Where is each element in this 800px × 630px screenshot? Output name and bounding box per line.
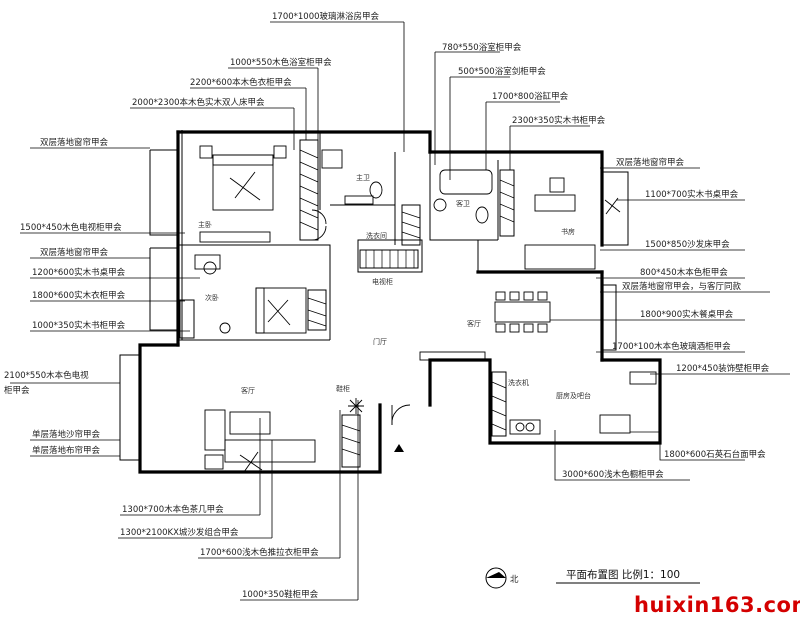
label-bookcase-second: 1000*350实木书柜甲会 bbox=[32, 320, 126, 331]
room-washer: 洗衣机 bbox=[508, 378, 529, 387]
leader-lines bbox=[10, 21, 790, 601]
label-cabinet-study: 800*450木本色柜甲会 bbox=[640, 267, 728, 278]
label-vanity-guest: 780*550浴室柜甲会 bbox=[442, 42, 522, 53]
room-kitchen: 厨房及吧台 bbox=[556, 391, 591, 400]
room-master-bath: 主卫 bbox=[356, 173, 370, 182]
label-curtain-dining: 双层落地窗帘甲会，与客厅同款 bbox=[622, 281, 742, 292]
label-curtain-second: 双层落地窗帘甲会 bbox=[40, 247, 109, 258]
room-study: 书房 bbox=[561, 227, 575, 236]
room-shoe-cabinet: 鞋柜 bbox=[336, 384, 350, 393]
room-labels: 主卧 主卫 洗衣间 客卫 书房 次卧 客厅 客厅 门厅 厨房及吧台 鞋柜 洗衣机… bbox=[198, 173, 591, 400]
label-mirror-cabinet: 500*500浴室剑柜甲会 bbox=[458, 66, 546, 77]
label-sofa-set: 1300*2100KX城沙发组合甲会 bbox=[120, 527, 239, 538]
label-kitchen-cabinet: 3000*600浅木色橱柜甲会 bbox=[562, 469, 664, 480]
plan-title: 平面布置图 比例1：100 bbox=[566, 568, 680, 581]
north-label: 北 bbox=[510, 575, 519, 585]
label-cloth-curtain: 单层落地布帘甲会 bbox=[32, 445, 101, 456]
label-quartz-top: 1800*600石英石台面甲会 bbox=[664, 449, 766, 460]
label-double-bed: 2000*2300本木色实木双人床甲会 bbox=[132, 97, 265, 108]
room-tv-cabinet: 电视柜 bbox=[372, 277, 393, 286]
label-bathtub: 1700*800浴缸甲会 bbox=[492, 91, 569, 102]
label-curtain-master: 双层落地窗帘甲会 bbox=[40, 137, 109, 148]
room-laundry: 洗衣间 bbox=[366, 231, 387, 240]
label-coffee-table: 1300*700木本色茶几甲会 bbox=[122, 504, 224, 515]
north-arrow-icon bbox=[486, 572, 506, 578]
hatched-cabinets bbox=[179, 139, 515, 468]
room-living: 客厅 bbox=[241, 386, 255, 395]
room-entrance: 门厅 bbox=[373, 337, 387, 346]
label-sofa-bed: 1500*850沙发床甲会 bbox=[645, 239, 730, 250]
room-dining: 客厅 bbox=[467, 319, 481, 328]
label-tv-cabinet-master: 1500*450木色电视柜甲会 bbox=[20, 222, 122, 233]
label-desk-second: 1200*600实木书桌甲会 bbox=[32, 267, 126, 278]
label-wall-cabinet: 1200*450装饰壁柜甲会 bbox=[676, 363, 770, 374]
room-master-bedroom: 主卧 bbox=[198, 220, 212, 229]
watermark: huixin163.com bbox=[634, 593, 800, 617]
room-second-bedroom: 次卧 bbox=[205, 293, 219, 302]
label-tv-cabinet-living-2: 柜甲会 bbox=[4, 385, 30, 396]
room-guest-bath: 客卫 bbox=[456, 199, 470, 208]
label-sheer-curtain: 单层落地沙帘甲会 bbox=[32, 429, 101, 440]
label-shoe-cabinet: 1000*350鞋柜甲会 bbox=[242, 589, 319, 600]
label-sliding-wardrobe: 1700*600浅木色推拉衣柜甲会 bbox=[200, 547, 319, 558]
label-dining-table: 1800*900实木餐桌甲会 bbox=[640, 309, 734, 320]
label-tv-cabinet-living-1: 2100*550木本色电视 bbox=[4, 370, 89, 381]
label-bookcase-study: 2300*350实木书柜甲会 bbox=[512, 115, 606, 126]
furniture bbox=[194, 145, 657, 473]
label-shower-room: 1700*1000玻璃淋浴房甲会 bbox=[272, 11, 380, 22]
label-desk-study: 1100*700实木书桌甲会 bbox=[645, 189, 739, 200]
exterior-walls bbox=[119, 130, 662, 474]
annotations: 1700*1000玻璃淋浴房甲会 1000*550木色浴室柜甲会 2200*60… bbox=[4, 11, 770, 600]
label-curtain-study: 双层落地窗帘甲会 bbox=[616, 157, 685, 168]
label-vanity-cabinet: 1000*550木色浴室柜甲会 bbox=[230, 57, 332, 68]
north-arrow: 北 bbox=[485, 567, 519, 589]
label-wardrobe-second: 1800*600实木衣柜甲会 bbox=[32, 290, 126, 301]
label-wine-cabinet: 1700*100木本色玻璃酒柜甲会 bbox=[612, 341, 731, 352]
label-wardrobe-master: 2200*600本木色衣柜甲会 bbox=[190, 77, 292, 88]
entry-arrow-icon bbox=[394, 444, 404, 452]
